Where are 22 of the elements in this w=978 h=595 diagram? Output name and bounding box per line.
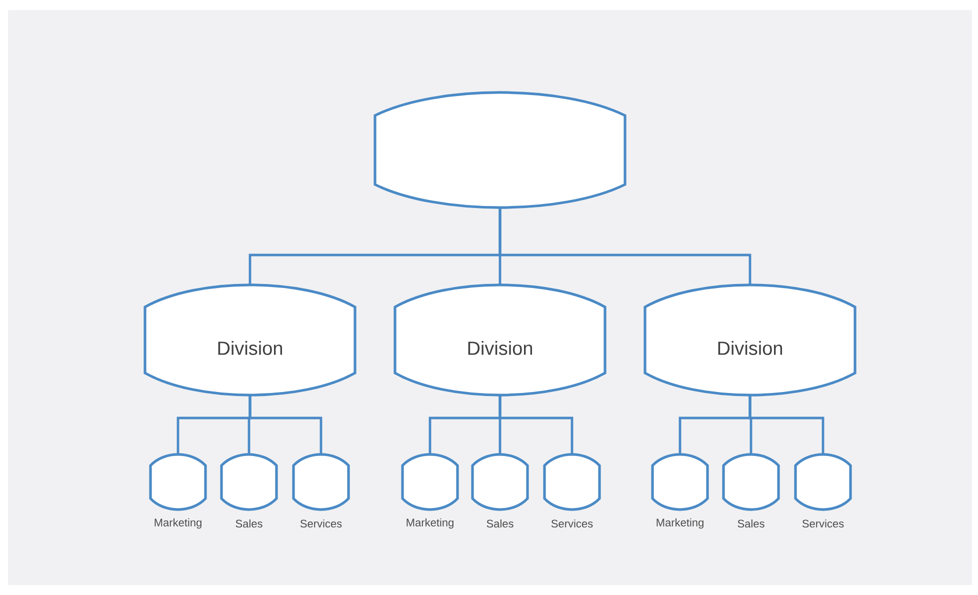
connector-line (248, 395, 322, 454)
node-caption: Marketing (656, 518, 704, 529)
department-box (149, 453, 207, 511)
connector-line (748, 395, 824, 454)
department-box (401, 453, 459, 511)
node-caption: Services (802, 519, 844, 528)
department-box (794, 453, 852, 511)
node-caption: Sales (486, 519, 514, 528)
department-box (292, 453, 350, 511)
department-box (651, 453, 709, 511)
connector-line (498, 208, 752, 285)
department-box (471, 453, 529, 511)
node-caption: Marketing (406, 518, 454, 529)
connector-line (498, 395, 574, 454)
node-caption: Marketing (154, 518, 202, 529)
department-box (722, 453, 780, 511)
node-caption: Services (300, 519, 342, 528)
node-caption: Sales (236, 519, 262, 528)
node-caption: Sales (738, 519, 764, 528)
department-box (543, 453, 601, 511)
node-caption: Services (551, 519, 593, 528)
department-box (220, 453, 278, 511)
